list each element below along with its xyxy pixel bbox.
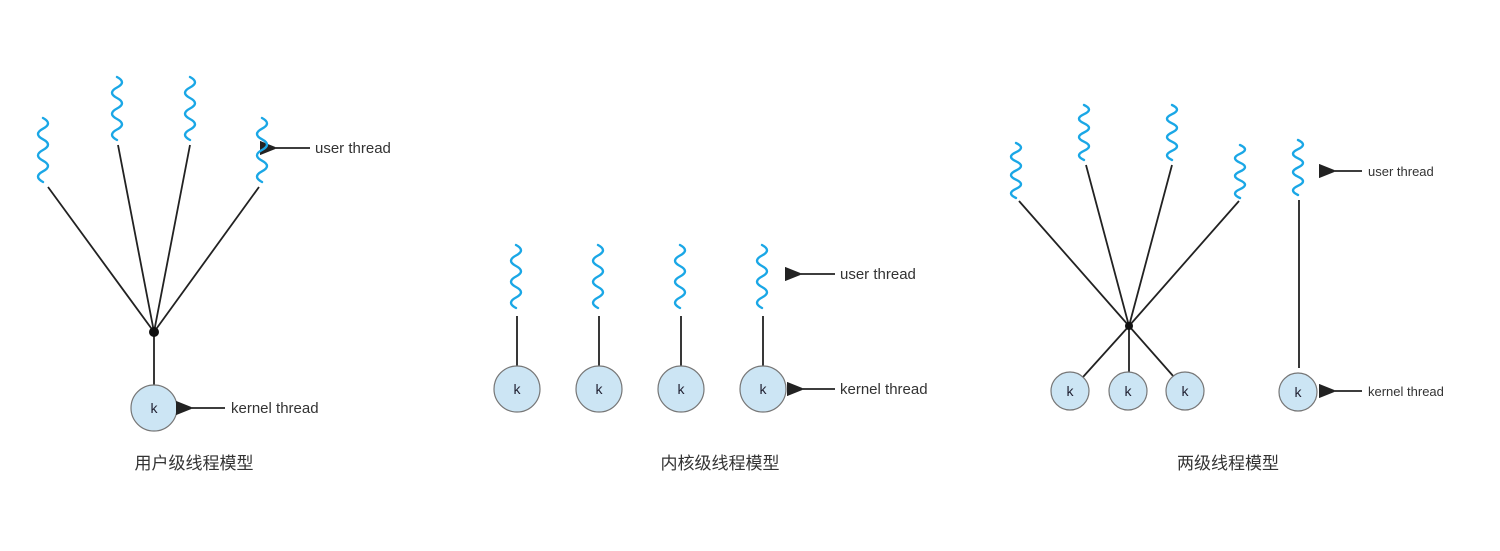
kernel-thread-label: k xyxy=(151,400,159,416)
kernel-thread-label: k xyxy=(1067,383,1075,399)
user-thread-icon xyxy=(1077,103,1091,162)
user-thread-icon xyxy=(1291,138,1305,197)
kernel-thread-circle xyxy=(1278,372,1318,412)
kernel-thread-circle xyxy=(1108,371,1148,411)
kernel-thread-text: kernel thread xyxy=(840,381,928,398)
user-thread-icon xyxy=(36,116,50,184)
user-thread-icon xyxy=(509,243,523,310)
kernel-thread-text: kernel thread xyxy=(1368,384,1444,399)
kernel-thread-label: k xyxy=(514,381,522,397)
kernel-thread-label: k xyxy=(1295,384,1303,400)
user-thread-icon xyxy=(1009,141,1023,200)
panel-kernel-level: k k k k user thread kernel thread 内核级线程模… xyxy=(493,266,928,474)
panel-user-level: k user thread kernel thread 用户级线程模型 xyxy=(47,140,391,474)
panel-two-level: k k k k user thread kernel thread 两级线程模型 xyxy=(1018,163,1444,474)
user-thread-icon xyxy=(183,75,197,142)
mux-point xyxy=(1125,322,1133,330)
kernel-thread-label: k xyxy=(1125,383,1133,399)
caption: 两级线程模型 xyxy=(1177,454,1279,474)
user-thread-icon xyxy=(755,243,769,310)
user-thread-label: user thread xyxy=(840,266,916,283)
mux-point xyxy=(149,327,159,337)
kernel-thread-label: k xyxy=(760,381,768,397)
user-thread-icon xyxy=(591,243,605,310)
mapping-lines xyxy=(1018,164,1300,378)
user-thread-waves xyxy=(36,75,1305,310)
user-thread-icon xyxy=(110,75,124,142)
kernel-thread-circle xyxy=(739,365,787,413)
kernel-thread-label: k xyxy=(596,381,604,397)
kernel-thread-text: kernel thread xyxy=(231,400,319,417)
mapping-lines xyxy=(47,144,260,385)
user-thread-icon xyxy=(1165,103,1179,162)
mapping-lines xyxy=(516,316,764,366)
user-thread-icon xyxy=(673,243,687,310)
kernel-thread-circle xyxy=(575,365,623,413)
user-thread-icon xyxy=(255,116,269,184)
user-thread-label: user thread xyxy=(1368,164,1434,179)
caption: 内核级线程模型 xyxy=(661,454,780,474)
kernel-thread-circle xyxy=(657,365,705,413)
user-thread-label: user thread xyxy=(315,140,391,157)
kernel-thread-circle xyxy=(493,365,541,413)
kernel-thread-label: k xyxy=(1182,383,1190,399)
kernel-thread-circle xyxy=(1165,371,1205,411)
user-thread-icon xyxy=(1233,143,1247,200)
caption: 用户级线程模型 xyxy=(135,454,254,474)
kernel-thread-circle xyxy=(1050,371,1090,411)
kernel-thread-label: k xyxy=(678,381,686,397)
